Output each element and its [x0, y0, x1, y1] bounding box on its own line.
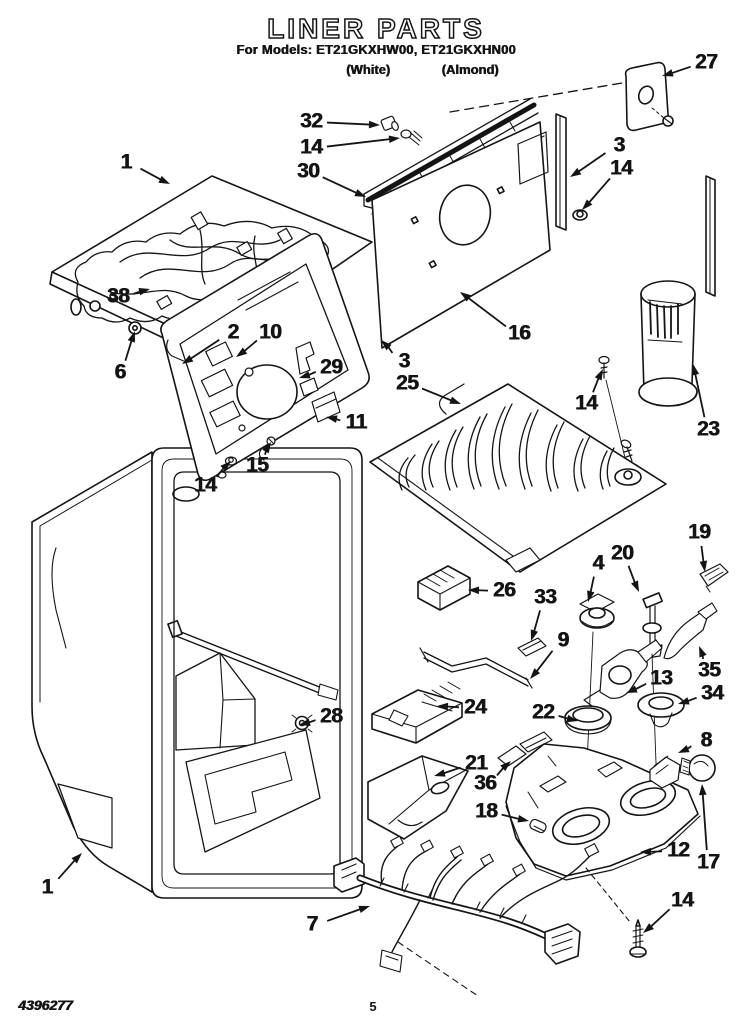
callout-6: 6	[114, 360, 126, 384]
callout-30: 30	[296, 159, 320, 183]
callout-7: 7	[306, 912, 318, 936]
callout-26: 26	[492, 578, 516, 602]
evap-cover-art	[369, 383, 667, 573]
callout-4: 4	[592, 551, 604, 575]
callout-18: 18	[474, 799, 498, 823]
callout-17: 17	[696, 850, 720, 874]
callout-27: 27	[694, 50, 718, 74]
callout-20: 20	[610, 541, 634, 565]
callout-3: 3	[613, 133, 625, 157]
page-title: LINER PARTS	[267, 13, 485, 44]
callout-33: 33	[533, 585, 557, 609]
callout-14: 14	[193, 473, 217, 497]
page-title-svg: LINER PARTS	[266, 12, 485, 45]
callout-24: 24	[463, 695, 487, 719]
callout-11: 11	[345, 410, 367, 434]
callout-22: 22	[531, 700, 555, 724]
parts-cluster-art	[367, 563, 729, 958]
finish-white-label: (White)	[345, 62, 391, 77]
callout-14: 14	[670, 888, 694, 912]
callout-36: 36	[473, 771, 497, 795]
callout-23: 23	[696, 417, 720, 441]
callout-19: 19	[687, 520, 711, 544]
callout-8: 8	[700, 728, 712, 752]
evap-compartment-art	[160, 232, 370, 482]
callout-2: 2	[227, 320, 239, 344]
callout-29: 29	[319, 355, 343, 379]
callout-35: 35	[697, 658, 721, 682]
finish-almond-label: (Almond)	[441, 62, 499, 77]
callout-16: 16	[507, 321, 531, 345]
callout-14: 14	[299, 135, 323, 159]
callout-13: 13	[649, 666, 673, 690]
callout-9: 9	[557, 628, 569, 652]
doc-number: 4396277	[18, 997, 73, 1013]
page-number: 5	[369, 999, 377, 1014]
callout-15: 15	[245, 453, 269, 477]
models-line: For Models: ET21GKXHW00, ET21GKXHN00	[236, 42, 516, 57]
callout-12: 12	[666, 838, 690, 862]
back-panel-art	[363, 61, 716, 467]
callout-28: 28	[319, 704, 343, 728]
callout-34: 34	[700, 681, 724, 705]
callout-21: 21	[464, 751, 488, 775]
wiring-harness-art	[333, 835, 600, 997]
callout-14: 14	[609, 156, 633, 180]
callout-32: 32	[299, 109, 323, 133]
callout-3: 3	[398, 349, 410, 373]
callout-14: 14	[574, 391, 598, 415]
liner-cabinet-art	[31, 447, 363, 899]
callout-25: 25	[395, 371, 419, 395]
callout-1: 1	[120, 150, 132, 174]
callout-38: 38	[106, 284, 130, 308]
callout-1: 1	[41, 875, 53, 899]
callout-10: 10	[258, 320, 282, 344]
